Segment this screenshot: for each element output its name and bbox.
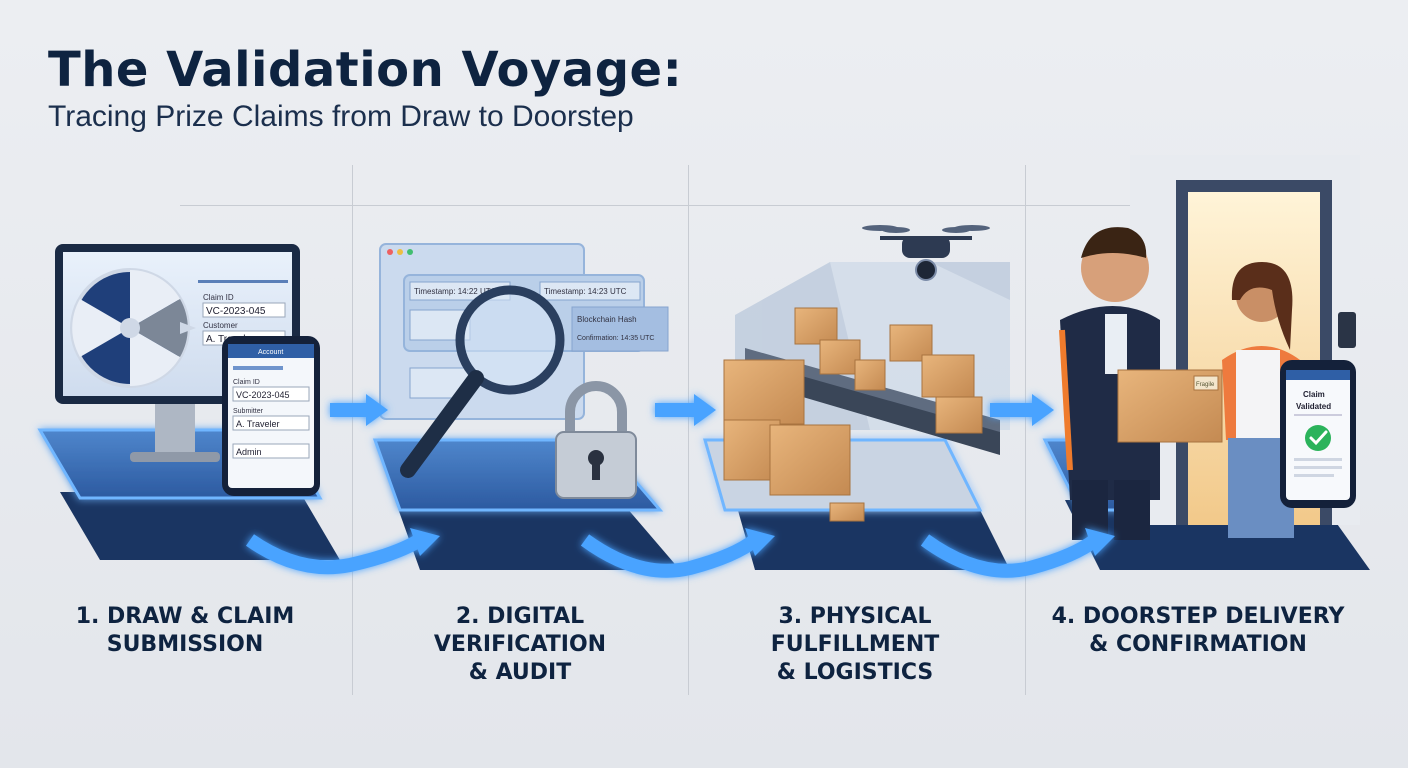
phone-name-value: A. Traveler [236, 419, 280, 429]
smartphone-step-1: Account Claim ID VC-2023-045 Submitter A… [222, 336, 320, 496]
page-subtitle: Tracing Prize Claims from Draw to Doorst… [48, 100, 634, 133]
step-4-label: 4. Doorstep Delivery & Confirmation [1048, 603, 1348, 659]
arrow-right-icon [330, 394, 388, 426]
grid-line [180, 205, 1280, 206]
step-1-label-line-1: 1. Draw & Claim [75, 604, 295, 629]
step-3-label-line-2: Fulfillment [770, 632, 940, 657]
arrow-curved [920, 528, 1115, 578]
form-claim-label: Claim ID [203, 293, 234, 302]
checkmark-icon [1305, 425, 1331, 451]
step-1-label: 1. Draw & Claim Submission [60, 603, 310, 659]
step-4-label-line-1: 4. Doorstep Delivery [1051, 604, 1345, 629]
audit-timestamp-2: Timestamp: 14:23 UTC [544, 287, 627, 296]
delivered-parcel: Fragile [1117, 369, 1223, 443]
step-4-label-line-2: & Confirmation [1089, 632, 1307, 657]
box-tag: Fragile [1196, 382, 1215, 388]
grid-line [352, 165, 353, 695]
phone-name-label: Submitter [233, 408, 264, 415]
step-2-label-line-3: & Audit [468, 660, 572, 685]
phone-claim-value: VC-2023-045 [236, 390, 290, 400]
phone-extra-value: Admin [236, 447, 262, 457]
step-3-label-line-1: 3. Physical [778, 604, 932, 629]
audit-entry-2: Confirmation: 14:35 UTC [577, 335, 654, 342]
magnifier-icon [400, 285, 565, 478]
form-name-label: Customer [203, 321, 238, 330]
step-3-label-line-3: & Logistics [776, 660, 934, 685]
drone-icon [862, 225, 990, 281]
grid-line [1025, 165, 1026, 695]
step-2-label-line-2: Verification [433, 632, 607, 657]
smartphone-step-4: Claim Validated [1280, 360, 1356, 508]
page-title: The Validation Voyage: [48, 42, 683, 98]
courier-figure [1059, 227, 1160, 540]
arrow-right-icon [655, 394, 716, 426]
audit-entry-1: Blockchain Hash [577, 315, 637, 324]
parcel-boxes [723, 307, 983, 522]
step-2-label: 2. Digital Verification & Audit [400, 603, 640, 687]
arrow-curved [580, 528, 775, 578]
phone-claim-label: Claim ID [233, 379, 260, 386]
phone-status-line-2: Validated [1296, 402, 1331, 411]
arrow-curved [245, 528, 440, 575]
step-2-label-line-1: 2. Digital [455, 604, 585, 629]
grid-line [688, 165, 689, 695]
step-3-label: 3. Physical Fulfillment & Logistics [730, 603, 980, 687]
padlock-icon [555, 381, 637, 499]
arrow-right-icon [990, 394, 1054, 426]
form-claim-value: VC-2023-045 [206, 306, 266, 317]
step-1-label-line-2: Submission [106, 632, 264, 657]
phone-status-line-1: Claim [1303, 390, 1325, 399]
audit-timestamp-1: Timestamp: 14:22 UTC [414, 287, 497, 296]
phone-header: Account [258, 349, 283, 356]
prize-wheel-icon [70, 268, 196, 388]
connector-arrows [245, 394, 1115, 578]
